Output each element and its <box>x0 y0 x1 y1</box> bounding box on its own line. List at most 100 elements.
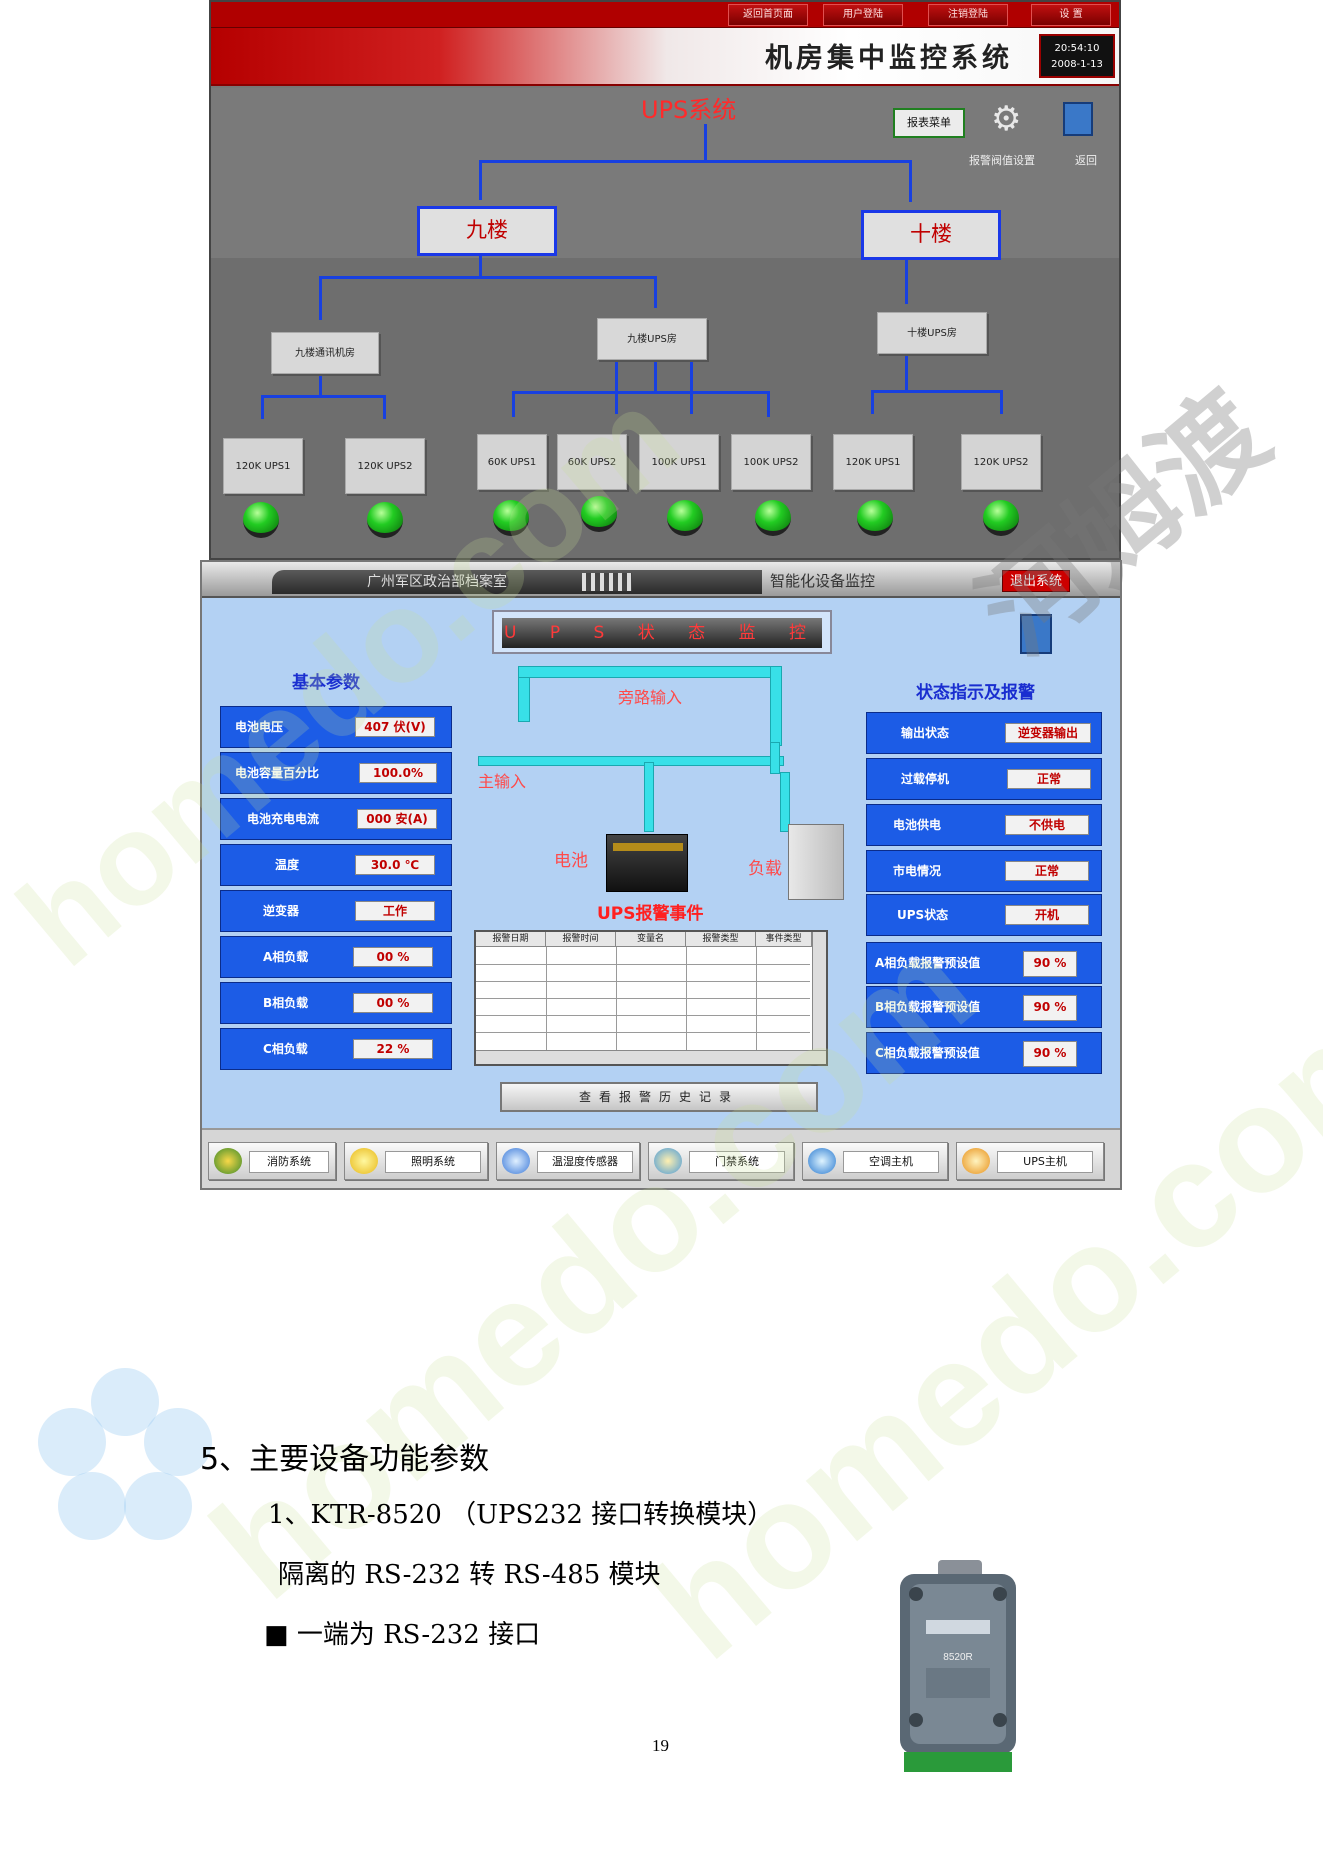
load-label: 负载 <box>748 859 782 879</box>
back-label: 返回 <box>1075 154 1097 167</box>
ktr-8520-module-image: 8520R <box>900 1560 1016 1772</box>
ups-status-light <box>755 500 791 536</box>
main-input-pipe <box>478 756 784 766</box>
alarm-col-time[interactable]: 报警时间 <box>546 932 616 947</box>
access-person-icon <box>654 1148 682 1174</box>
tab-air-conditioner[interactable]: 空调主机 <box>802 1142 948 1180</box>
bottom-tab-bar: 消防系统 照明系统 温湿度传感器 门禁系统 空调主机 UPS主机 <box>202 1128 1120 1188</box>
item-ktr-8520: 1、KTR-8520 （UPS232 接口转换模块） <box>268 1500 774 1530</box>
clock-display: 20:54:10 2008-1-13 <box>1039 34 1115 78</box>
ups-unit-box[interactable]: 120K UPS2 <box>345 438 425 494</box>
nav-logout-button[interactable]: 注销登陆 <box>928 4 1008 26</box>
ups-system-screenshot: 返回首页面 用户登陆 注销登陆 设 置 机房集中监控系统 20:54:10 20… <box>209 0 1121 560</box>
battery-icon <box>606 834 688 892</box>
top-nav-bar: 返回首页面 用户登陆 注销登陆 设 置 <box>211 2 1119 28</box>
monitor-title-bar: U P S 状 态 监 控 <box>492 610 832 654</box>
report-menu-button[interactable]: 报表菜单 <box>893 108 965 138</box>
gear-icon[interactable]: ⚙ <box>991 99 1022 139</box>
clock-date: 2008-1-13 <box>1051 59 1103 70</box>
org-name: 广州军区政治部档案室 <box>367 574 507 590</box>
alarm-table-header: 报警日期 报警时间 变量名 报警类型 事件类型 <box>476 932 826 947</box>
ups-status-light <box>367 502 403 538</box>
snowflake-icon <box>808 1148 836 1174</box>
tab-fire[interactable]: 消防系统 <box>208 1142 336 1180</box>
ups-unit-box[interactable]: 60K UPS1 <box>477 434 547 490</box>
lightbulb-icon <box>350 1148 378 1174</box>
ups-unit-box[interactable]: 60K UPS2 <box>557 434 627 490</box>
bypass-pipe <box>518 666 780 678</box>
tab-ups-host[interactable]: UPS主机 <box>956 1142 1104 1180</box>
threshold-b-input[interactable]: 90 % <box>1023 995 1077 1021</box>
nav-home-button[interactable]: 返回首页面 <box>728 4 808 26</box>
alarm-threshold-label: 报警阀值设置 <box>969 154 1035 167</box>
ups-status-light <box>581 496 617 532</box>
ups-topology: UPS系统 报表菜单 ⚙ 报警阀值设置 返回 九楼 十楼 <box>211 88 1119 558</box>
alarm-vertical-scrollbar[interactable] <box>812 932 826 1050</box>
alarm-horizontal-scrollbar[interactable] <box>476 1050 826 1064</box>
app-title: 机房集中监控系统 <box>765 43 1013 74</box>
status-row-overload: 过载停机正常 <box>866 758 1102 800</box>
ups-system-title: UPS系统 <box>641 96 737 124</box>
room-9-telecom[interactable]: 九楼通讯机房 <box>271 332 379 374</box>
ups-unit-box[interactable]: 120K UPS1 <box>223 438 303 494</box>
ups-status-light <box>857 500 893 536</box>
exit-door-icon[interactable] <box>1020 614 1052 654</box>
nav-settings-button[interactable]: 设 置 <box>1031 4 1111 26</box>
status-row-battery-supply: 电池供电不供电 <box>866 804 1102 846</box>
monitor-title: U P S 状 态 监 控 <box>502 618 822 648</box>
item-description: 隔离的 RS-232 转 RS-485 模块 <box>278 1560 661 1590</box>
bars-decoration <box>582 573 632 591</box>
bullet-rs232: ■ 一端为 RS-232 接口 <box>264 1620 541 1650</box>
clock-time: 20:54:10 <box>1054 43 1100 54</box>
ups-unit-box[interactable]: 120K UPS2 <box>961 434 1041 490</box>
threshold-c-input[interactable]: 90 % <box>1023 1041 1077 1067</box>
page-number: 19 <box>652 1736 669 1755</box>
section-heading: 5、主要设备功能参数 <box>200 1442 490 1477</box>
app-header: 机房集中监控系统 20:54:10 2008-1-13 <box>211 28 1119 86</box>
basic-params-title: 基本参数 <box>292 673 360 693</box>
monitor-top-bar: 广州军区政治部档案室 智能化设备监控 退出系统 <box>202 562 1120 598</box>
room-9-ups[interactable]: 九楼UPS房 <box>597 318 707 360</box>
ups-status-light <box>983 500 1019 536</box>
ups-unit-box[interactable]: 100K UPS2 <box>731 434 811 490</box>
tab-access-control[interactable]: 门禁系统 <box>648 1142 794 1180</box>
tab-lighting[interactable]: 照明系统 <box>344 1142 488 1180</box>
view-alarm-history-button[interactable]: 查看报警历史记录 <box>500 1082 818 1112</box>
ups-status-light <box>243 502 279 538</box>
alarm-col-type[interactable]: 报警类型 <box>686 932 756 947</box>
threshold-a-input[interactable]: 90 % <box>1023 951 1077 977</box>
battery-pipe <box>644 762 654 832</box>
alarm-col-event[interactable]: 事件类型 <box>756 932 812 947</box>
load-device-icon <box>788 824 844 900</box>
bypass-input-label: 旁路输入 <box>618 688 683 707</box>
ups-unit-box[interactable]: 120K UPS1 <box>833 434 913 490</box>
floor-10-box[interactable]: 十楼 <box>861 210 1001 260</box>
status-row-ups-state: UPS状态开机 <box>866 894 1102 936</box>
ups-unit-box[interactable]: 100K UPS1 <box>639 434 719 490</box>
main-input-label: 主输入 <box>478 772 527 791</box>
room-10-ups[interactable]: 十楼UPS房 <box>877 312 987 354</box>
ups-status-light <box>667 500 703 536</box>
tab-temp-humidity[interactable]: 温湿度传感器 <box>496 1142 640 1180</box>
ups-status-light <box>493 500 529 536</box>
alarm-col-date[interactable]: 报警日期 <box>476 932 546 947</box>
svg-text:8520R: 8520R <box>943 1652 972 1663</box>
exit-system-button[interactable]: 退出系统 <box>1002 570 1070 592</box>
floor-9-box[interactable]: 九楼 <box>417 206 557 256</box>
fire-people-icon <box>214 1148 242 1174</box>
nav-login-button[interactable]: 用户登陆 <box>823 4 903 26</box>
alarm-col-variable[interactable]: 变量名 <box>616 932 686 947</box>
status-title: 状态指示及报警 <box>916 683 1035 703</box>
load-pipe <box>780 772 790 832</box>
sensor-icon <box>502 1148 530 1174</box>
status-row-mains: 市电情况正常 <box>866 850 1102 892</box>
exit-door-icon[interactable] <box>1063 102 1093 136</box>
